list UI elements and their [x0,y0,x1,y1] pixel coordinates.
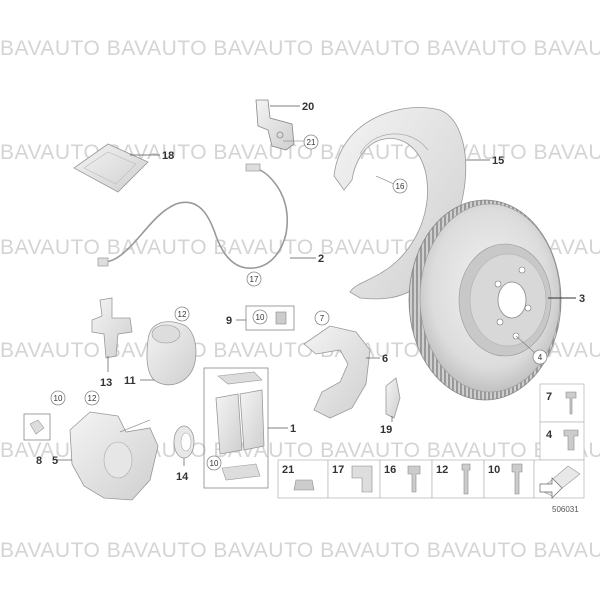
hw-bottom-21: 21 [282,464,294,476]
wear-sensor-part-2: 2 [97,163,324,269]
svg-text:12: 12 [88,394,97,403]
watermark-row: BAVAUTO BAVAUTO BAVAUTO BAVAUTO BAVAUTO … [0,38,600,60]
hardware-panel-bottom: 21 17 16 12 10 [277,459,585,499]
caliper-bracket-part-6: 6 [303,325,388,419]
svg-text:21: 21 [307,138,316,147]
callout-12-caliper: 12 [84,390,100,406]
watermark-row: BAVAUTO BAVAUTO BAVAUTO BAVAUTO BAVAUTO … [0,540,600,562]
callout-10-caliper: 10 [50,390,66,406]
bolt-kit-part-9: 10 9 [226,305,295,331]
label-11: 11 [124,375,136,387]
svg-text:10: 10 [256,313,265,322]
hw-bottom-16: 16 [384,464,396,476]
label-18: 18 [162,150,174,162]
svg-text:10: 10 [210,459,219,468]
svg-text:7: 7 [320,314,325,323]
label-6: 6 [382,353,388,365]
label-20: 20 [302,101,314,113]
hw-bottom-10: 10 [488,464,500,476]
label-5: 5 [52,455,58,467]
callout-12-top: 12 [174,306,190,322]
hw-bottom-12: 12 [436,464,448,476]
brake-pads-part-1: 1 [203,367,296,489]
label-1: 1 [290,423,296,435]
label-8: 8 [36,455,42,467]
callout-16: 16 [375,175,408,194]
hw-side-4: 4 [546,429,553,441]
callout-21: 21 [283,134,319,150]
label-2: 2 [318,253,324,265]
clip-part-19: 19 [380,377,401,436]
brake-disc-part-3: 3 [408,199,585,401]
svg-text:16: 16 [396,182,405,191]
callout-10-pads: 10 [206,455,222,471]
hw-bottom-17: 17 [332,464,344,476]
seal-part-14: 14 [173,425,195,483]
callout-17: 17 [246,271,262,287]
document-id: 506031 [552,505,579,514]
label-19: 19 [380,424,392,436]
label-13: 13 [100,377,112,389]
svg-text:4: 4 [538,353,543,362]
bracket-part-20: 20 [255,99,314,151]
callout-4: 4 [515,335,548,365]
label-9: 9 [226,315,232,327]
callout-7: 7 [314,310,330,326]
caliper-part-5: 8 5 [23,411,159,501]
pouch-part-18: 18 [73,143,174,193]
spring-part-13: 13 [91,297,133,389]
label-3: 3 [579,293,585,305]
hardware-panel-side: 7 4 [539,383,585,461]
actuator-part-11: 11 [124,321,197,387]
svg-text:17: 17 [250,275,259,284]
svg-text:10: 10 [54,394,63,403]
label-15: 15 [492,155,504,167]
label-14: 14 [176,471,189,483]
svg-text:12: 12 [178,310,187,319]
hw-side-7: 7 [546,391,552,403]
